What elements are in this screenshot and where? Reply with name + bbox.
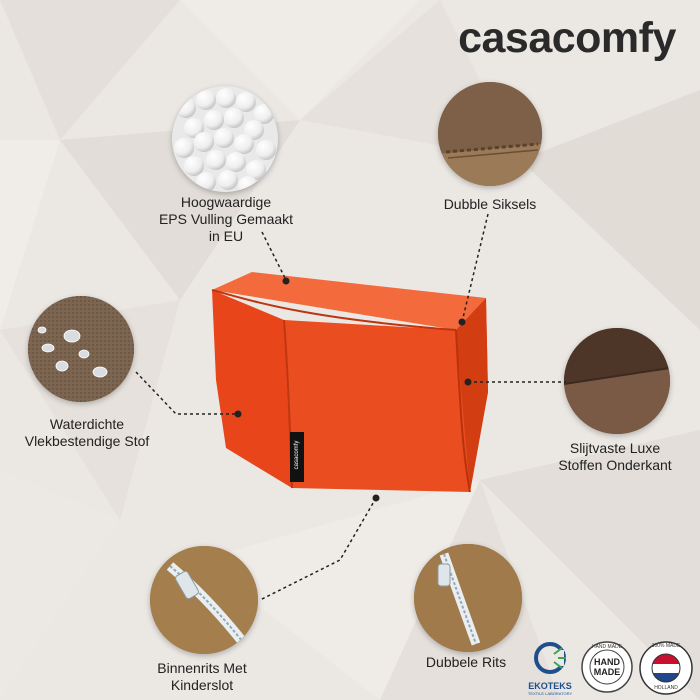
pouf-top <box>212 272 486 330</box>
pointer-line-waterproof <box>135 371 238 415</box>
waterproof-fabric-image <box>28 296 134 402</box>
pouf-right-side <box>456 298 488 492</box>
eps-filling-image <box>172 86 278 192</box>
inner-zipper-image <box>150 546 258 654</box>
ekoteks-badge: EKOTEKS TEXTILE LABORATORY <box>524 640 576 696</box>
label-bottom-fabric: Slijtvaste Luxe Stoffen Onderkant <box>558 440 672 473</box>
label-double-stitching: Dubble Siksels <box>443 196 537 212</box>
brand-logo: casacomfy <box>458 14 676 62</box>
label-waterproof: Waterdichte Vlekbestendige Stof <box>24 416 150 449</box>
double-zipper-image <box>414 544 522 652</box>
pouf-front <box>284 298 488 492</box>
pointer-line-stitching <box>461 213 489 323</box>
dutch-flag-icon <box>639 641 693 695</box>
ekoteks-logo-icon <box>534 642 566 674</box>
made-in-holland-badge: 100% MADE HOLLAND <box>638 640 694 696</box>
label-double-zipper: Dubbele Rits <box>425 654 507 670</box>
pointer-line-inner-zipper <box>259 497 377 601</box>
handmade-badge: HAND MADE HAND MADE <box>580 640 634 694</box>
pouf-left-side <box>212 290 292 488</box>
label-inner-zipper: Binnenrits Met Kinderslot <box>157 660 247 693</box>
double-stitching-image <box>438 82 542 186</box>
bottom-fabric-image <box>564 328 670 434</box>
pouf-label-tag <box>290 432 304 482</box>
label-eps-filling: Hoogwaardige EPS Vulling Gemaakt in EU <box>158 194 294 244</box>
pointer-line-eps <box>261 231 287 281</box>
